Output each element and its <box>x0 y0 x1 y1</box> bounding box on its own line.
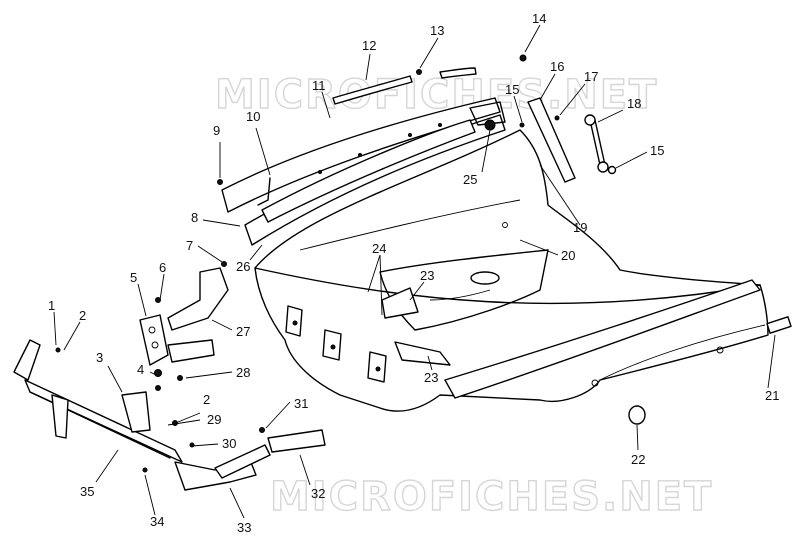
callout-23-upper: 23 <box>420 268 434 283</box>
screw-17 <box>554 115 560 121</box>
plug <box>628 405 646 425</box>
callout-4: 4 <box>137 362 144 377</box>
bumper-strip <box>444 279 761 399</box>
callout-11: 11 <box>312 78 326 93</box>
callout-2-lower: 2 <box>203 392 210 407</box>
callout-30: 30 <box>222 436 236 451</box>
callout-3: 3 <box>96 350 103 365</box>
grommet-25 <box>484 119 496 131</box>
callout-14: 14 <box>532 11 546 26</box>
screw-14 <box>519 54 527 62</box>
nut-15b <box>607 165 617 175</box>
watermark-bottom: MICROFICHES.NET <box>270 474 713 520</box>
callout-10: 10 <box>246 109 260 124</box>
callout-22: 22 <box>631 452 645 467</box>
callout-6: 6 <box>159 260 166 275</box>
callout-19: 19 <box>573 220 587 235</box>
screw-31 <box>259 427 265 433</box>
callout-15-lower: 15 <box>650 143 664 158</box>
callout-18: 18 <box>627 96 641 111</box>
leader-lines <box>53 24 776 519</box>
callout-21: 21 <box>765 388 779 403</box>
watermark-top: MICROFICHES.NET <box>215 72 658 118</box>
callout-35: 35 <box>80 484 94 499</box>
callout-28: 28 <box>236 365 250 380</box>
callout-8: 8 <box>191 210 198 225</box>
callout-24: 24 <box>372 241 386 256</box>
callout-16: 16 <box>550 59 564 74</box>
callout-20: 20 <box>561 248 575 263</box>
end-cap <box>766 316 792 334</box>
callout-1: 1 <box>48 298 55 313</box>
callout-26: 26 <box>236 259 250 274</box>
screw-13 <box>416 69 422 75</box>
callout-27: 27 <box>236 324 250 339</box>
callout-25: 25 <box>463 172 477 187</box>
upper-trim-stack <box>217 67 506 246</box>
callout-labels: 1 2 2 3 4 5 6 7 8 9 10 11 12 13 14 15 15… <box>48 11 779 535</box>
inner-bracket-lower <box>394 341 451 366</box>
callout-15-upper: 15 <box>505 82 519 97</box>
cross-member <box>13 339 271 491</box>
callout-2-upper: 2 <box>79 308 86 323</box>
callout-32: 32 <box>311 486 325 501</box>
callout-7: 7 <box>186 238 193 253</box>
callout-9: 9 <box>213 123 220 138</box>
callout-23-lower: 23 <box>424 370 438 385</box>
callout-34: 34 <box>150 514 164 529</box>
callout-29: 29 <box>207 412 221 427</box>
prop-rod <box>584 114 609 173</box>
callout-31: 31 <box>294 396 308 411</box>
support-brackets <box>139 261 229 381</box>
hood-shell <box>254 129 769 412</box>
brace <box>267 429 326 453</box>
screw-15a <box>519 122 525 128</box>
callout-13: 13 <box>430 23 444 38</box>
callout-5: 5 <box>130 270 137 285</box>
callout-12: 12 <box>362 38 376 53</box>
side-bracket <box>527 97 576 183</box>
callout-17: 17 <box>584 69 598 84</box>
callout-33: 33 <box>237 520 251 535</box>
inner-bracket-upper <box>381 287 419 319</box>
